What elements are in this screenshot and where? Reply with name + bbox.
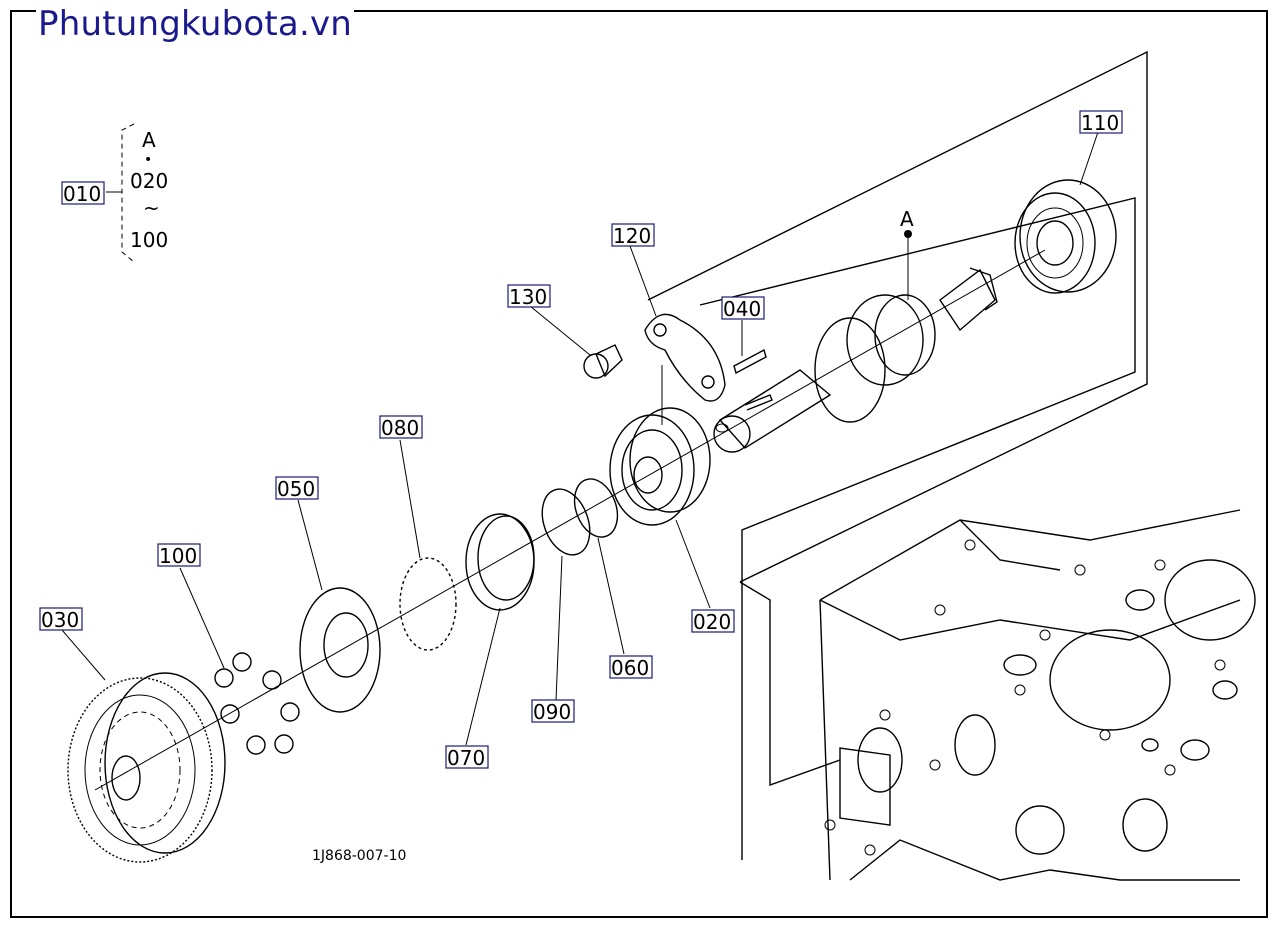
part-070-collar xyxy=(465,513,535,611)
shaft-panel-outline xyxy=(647,50,1148,583)
part-110-bearing xyxy=(1014,179,1117,294)
label-090[interactable]: 090 xyxy=(531,699,575,724)
label-020[interactable]: 020 xyxy=(691,609,735,634)
label-120[interactable]: 120 xyxy=(611,223,655,248)
site-title[interactable]: Phutungkubota.vn xyxy=(36,4,355,44)
diagram-frame xyxy=(10,10,1268,918)
svg-text:040: 040 xyxy=(723,297,761,321)
group-line-tilde: ~ xyxy=(143,196,160,220)
svg-text:020: 020 xyxy=(693,610,731,634)
group-line-a: A xyxy=(142,128,156,152)
engine-block xyxy=(819,509,1256,881)
label-010[interactable]: 010 xyxy=(61,181,105,206)
main-axis xyxy=(94,249,1046,791)
label-110[interactable]: 110 xyxy=(1079,110,1123,135)
part-100-rollers xyxy=(214,652,300,755)
svg-text:090: 090 xyxy=(533,700,571,724)
group-bracket: A • 020 ~ 100 xyxy=(106,123,168,263)
part-030-gear xyxy=(67,672,226,863)
svg-text:110: 110 xyxy=(1081,111,1119,135)
svg-text:100: 100 xyxy=(159,544,197,568)
svg-text:050: 050 xyxy=(277,477,315,501)
shaft-inner-outline xyxy=(699,197,1136,860)
svg-text:070: 070 xyxy=(447,746,485,770)
part-120-plate xyxy=(644,313,726,402)
part-130-bolt xyxy=(583,344,623,379)
leader-lines xyxy=(61,131,1099,746)
svg-text:030: 030 xyxy=(41,608,79,632)
svg-text:060: 060 xyxy=(611,656,649,680)
group-line-100: 100 xyxy=(130,228,168,252)
label-130[interactable]: 130 xyxy=(507,284,551,309)
group-line-020: 020 xyxy=(130,169,168,193)
group-line-dot: • xyxy=(144,152,152,168)
part-050-thrust-washer xyxy=(299,587,381,713)
svg-text:080: 080 xyxy=(381,416,419,440)
part-060-snap-ring xyxy=(573,478,619,538)
drawing-code: 1J868-007-10 xyxy=(312,848,406,864)
label-100[interactable]: 100 xyxy=(157,543,201,568)
part-090-snap-ring xyxy=(541,488,591,556)
reference-point-label: A xyxy=(900,207,914,231)
label-040[interactable]: 040 xyxy=(721,296,765,321)
reference-point-dot xyxy=(904,230,912,238)
block-panel-outline xyxy=(739,581,841,786)
label-080[interactable]: 080 xyxy=(379,415,423,440)
label-050[interactable]: 050 xyxy=(275,476,319,501)
svg-text:120: 120 xyxy=(613,224,651,248)
label-030[interactable]: 030 xyxy=(39,607,83,632)
label-070[interactable]: 070 xyxy=(445,745,489,770)
svg-text:130: 130 xyxy=(509,285,547,309)
label-060[interactable]: 060 xyxy=(609,655,653,680)
part-camshaft xyxy=(713,267,998,453)
part-020-bearing xyxy=(609,407,711,526)
svg-text:010: 010 xyxy=(63,182,101,206)
part-040-key xyxy=(733,348,767,375)
part-080-thrust-bearing xyxy=(399,557,457,651)
